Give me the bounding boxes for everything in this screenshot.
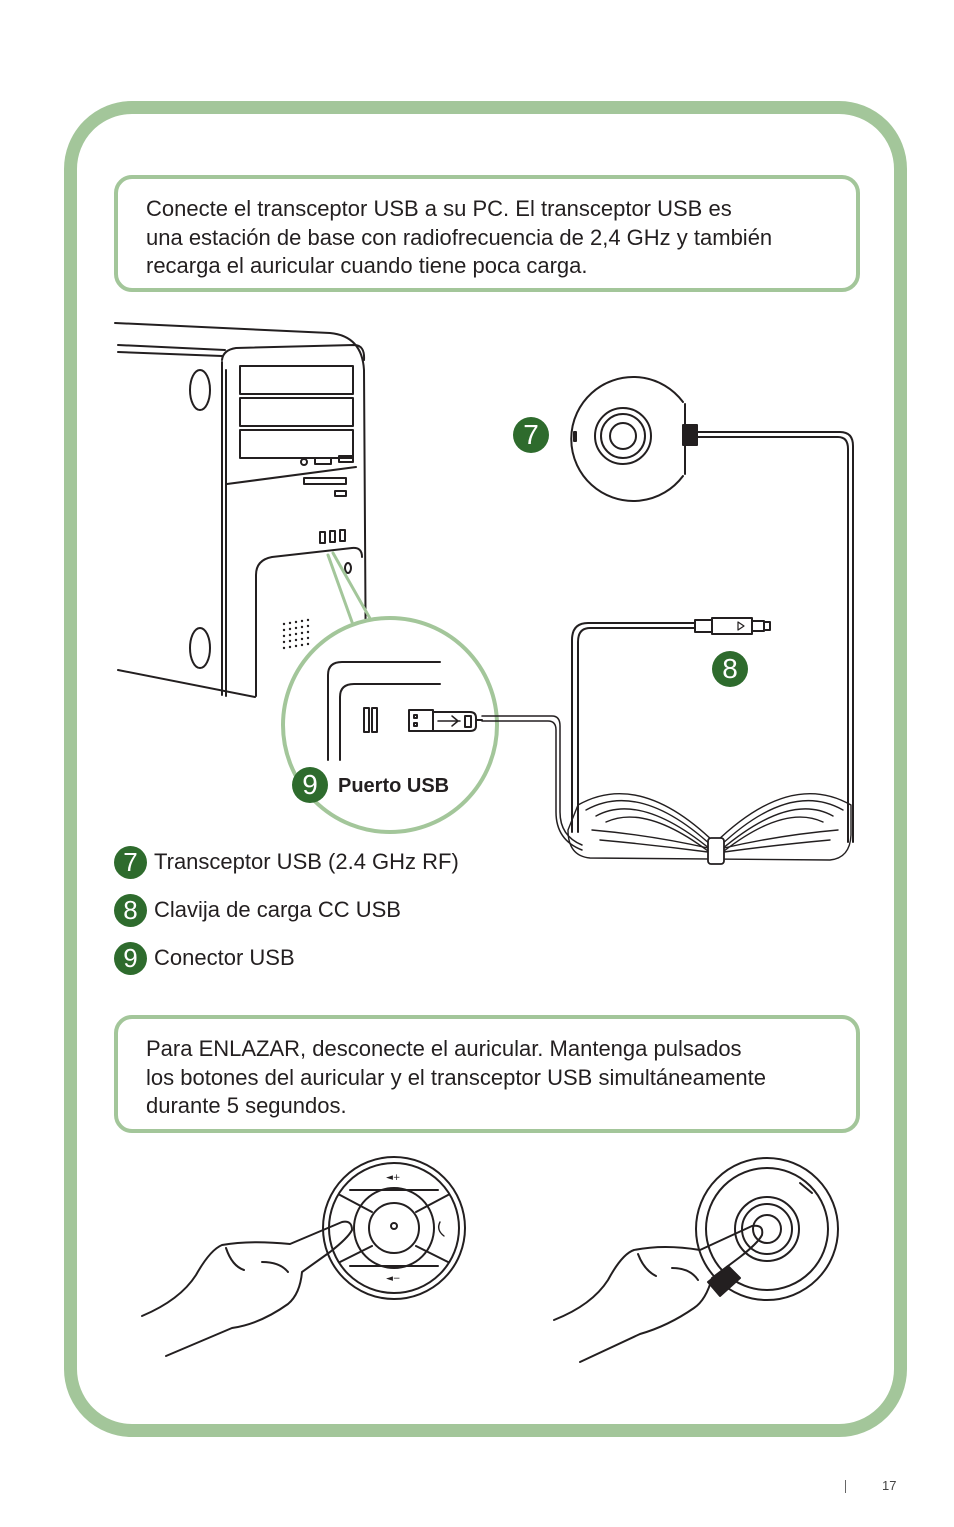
intro-line-1: Conecte el transceptor USB a su PC. El t… [146, 196, 732, 221]
intro-line-2: una estación de base con radiofrecuencia… [146, 224, 773, 250]
legend-number: 9 [114, 942, 147, 975]
legend-number: 8 [114, 894, 147, 927]
vol-down-label: ◄− [386, 1274, 400, 1284]
callout-9-badge: 9 [292, 767, 328, 803]
pairing-line-1: Para ENLAZAR, desconecte el auricular. M… [146, 1036, 742, 1061]
transceiver-pairing-illustration [553, 1157, 839, 1363]
usb-transceiver-illustration [570, 376, 854, 843]
dc-charging-plug-illustration [571, 617, 771, 833]
coiled-cable-bundle [567, 792, 852, 865]
page-frame [64, 101, 907, 1437]
usb-cable [481, 715, 583, 846]
pairing-line-3: durante 5 segundos. [146, 1093, 347, 1118]
footer-divider [845, 1480, 846, 1493]
page-number: 17 [882, 1478, 897, 1493]
pairing-line-2: los botones del auricular y el transcept… [146, 1064, 766, 1090]
headset-pairing-illustration [141, 1156, 466, 1357]
legend-label: Clavija de carga CC USB [154, 897, 401, 922]
legend-label: Transceptor USB (2.4 GHz RF) [154, 849, 459, 874]
intro-line-3: recarga el auricular cuando tiene poca c… [146, 253, 588, 278]
legend-number: 7 [114, 846, 147, 879]
intro-textbox: Conecte el transceptor USB a su PC. El t… [114, 175, 860, 292]
usb-port-zoom-callout [281, 551, 499, 834]
legend-label: Conector USB [154, 945, 295, 970]
vol-up-label: ◄+ [386, 1173, 400, 1183]
pairing-textbox: Para ENLAZAR, desconecte el auricular. M… [114, 1015, 860, 1133]
callout-7-badge: 7 [513, 417, 549, 453]
pc-tower-illustration [114, 322, 367, 698]
callout-8-badge: 8 [712, 651, 748, 687]
usb-port-label: Puerto USB [338, 775, 450, 797]
